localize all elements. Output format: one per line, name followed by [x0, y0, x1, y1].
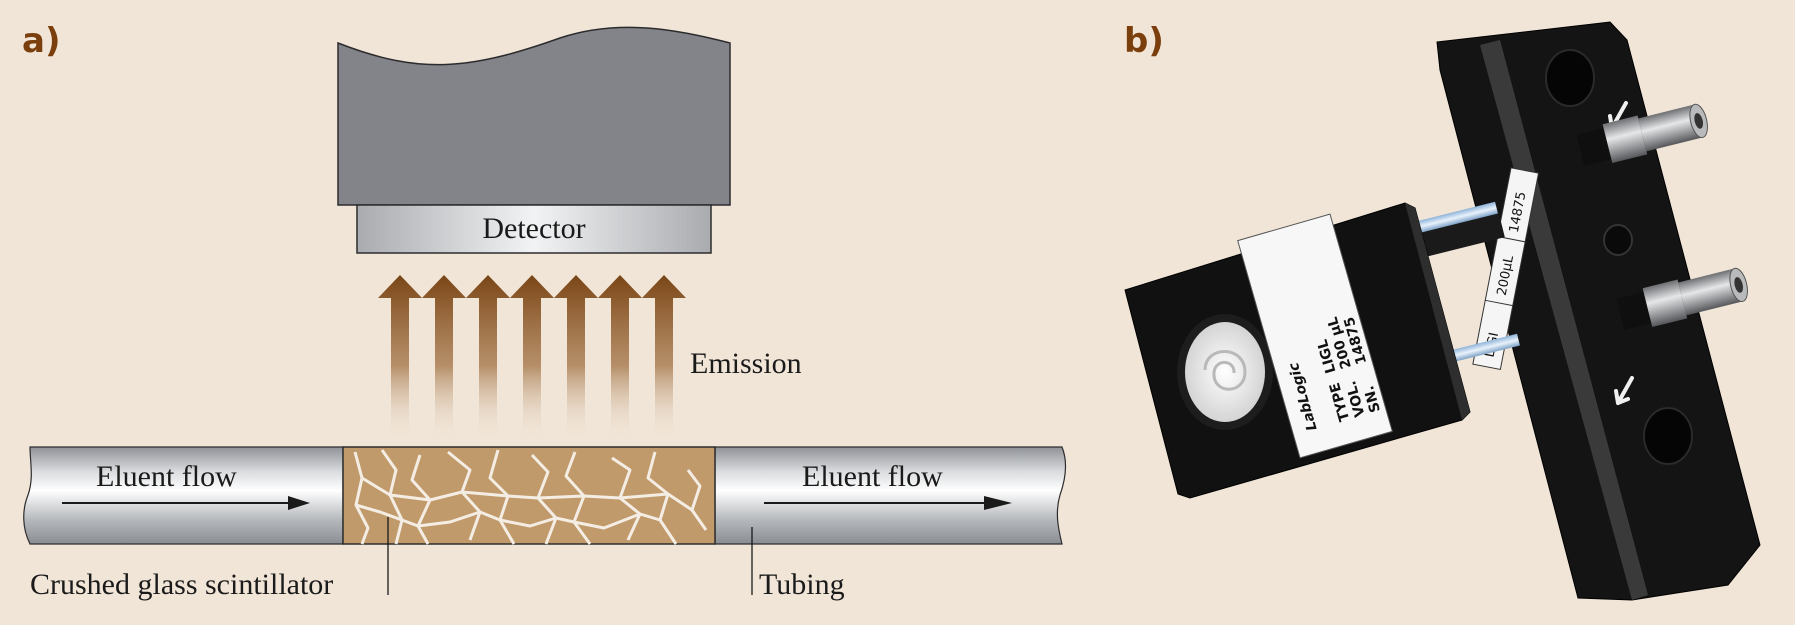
emission-arrow: [422, 275, 466, 440]
detector-label: Detector: [482, 212, 585, 245]
panel-b: b) LIGI 200µL 14875: [1124, 21, 1761, 601]
flow-cell-block-edge: [1405, 203, 1470, 420]
crushed-glass-cracks: [353, 449, 708, 545]
emission-arrow: [642, 275, 686, 440]
emission-arrow: [378, 275, 422, 440]
emission-arrow: [598, 275, 642, 440]
detector-window: [356, 204, 712, 254]
emission-arrows: [378, 275, 686, 440]
swirl-ridges: [1203, 350, 1247, 391]
tubing-right: [714, 446, 1067, 545]
emission-arrow: [554, 275, 598, 440]
panel-b-label: b): [1124, 21, 1164, 61]
fitting-lower: [1616, 267, 1748, 330]
product-label: LabLogic TYPE VOL. SN. LIGL 200 µL 14875: [1237, 213, 1393, 459]
emission-arrow: [510, 275, 554, 440]
tubing-label: Tubing: [759, 568, 845, 601]
panel-a: a) Detector Emission: [22, 21, 1067, 601]
mounting-hole-top: [1545, 49, 1595, 107]
panel-a-label: a): [22, 21, 60, 61]
fitting-upper: [1576, 103, 1708, 166]
mounting-hole-bottom: [1643, 407, 1693, 465]
side-label-strip: LIGI 200µL 14875: [1472, 167, 1540, 371]
center-hole: [1603, 224, 1633, 256]
scintillator-label: Crushed glass scintillator: [30, 568, 333, 601]
scintillator-swirl: [1185, 322, 1265, 422]
sn-label: SN.: [1361, 384, 1384, 414]
tubing-left: [23, 446, 344, 545]
flow-arrow-right: [764, 496, 1012, 510]
eluent-flow-left-label: Eluent flow: [96, 460, 237, 493]
eluent-flow-right-label: Eluent flow: [802, 460, 943, 493]
detector-body: [337, 26, 731, 206]
glass-tube-upper: [1398, 201, 1498, 238]
emission-label: Emission: [690, 347, 802, 380]
arrow-marker-bottom: [1614, 376, 1634, 405]
flow-arrow-left: [62, 496, 310, 510]
emission-arrow: [466, 275, 510, 440]
